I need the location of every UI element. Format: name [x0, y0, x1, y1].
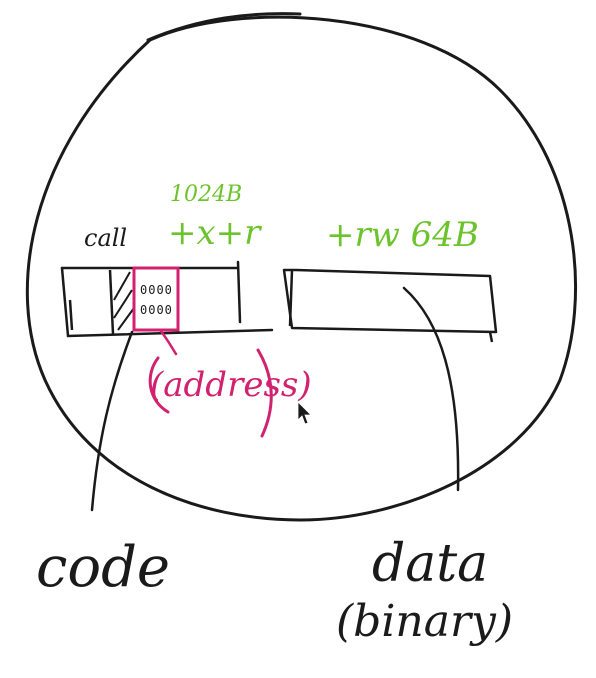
mouse-pointer-icon	[297, 401, 312, 425]
highlight-box	[132, 266, 180, 332]
cells-row-2: 0000	[140, 303, 173, 317]
address-bracket-right	[256, 348, 273, 438]
code-permissions: +x+r	[168, 213, 261, 253]
data-permissions: +rw 64B	[326, 215, 479, 255]
memory-circle	[25, 15, 578, 522]
data-leader-line	[402, 286, 460, 492]
circle-overlap-stroke	[146, 12, 302, 42]
code-leader-line	[90, 330, 134, 512]
size-note: 1024B	[170, 182, 243, 207]
code-segment-box	[60, 260, 274, 338]
code-label: code	[36, 535, 171, 600]
highlight-arrow	[158, 328, 178, 356]
address-bracket-left	[148, 356, 170, 414]
data-segment-box	[282, 268, 498, 343]
data-sub-label: (binary)	[336, 596, 514, 647]
address-note: (address)	[150, 365, 312, 405]
call-label: call	[84, 224, 128, 252]
cells-row-1: 0000	[140, 283, 173, 297]
data-label: data	[372, 534, 489, 594]
call-hatch	[113, 271, 135, 331]
